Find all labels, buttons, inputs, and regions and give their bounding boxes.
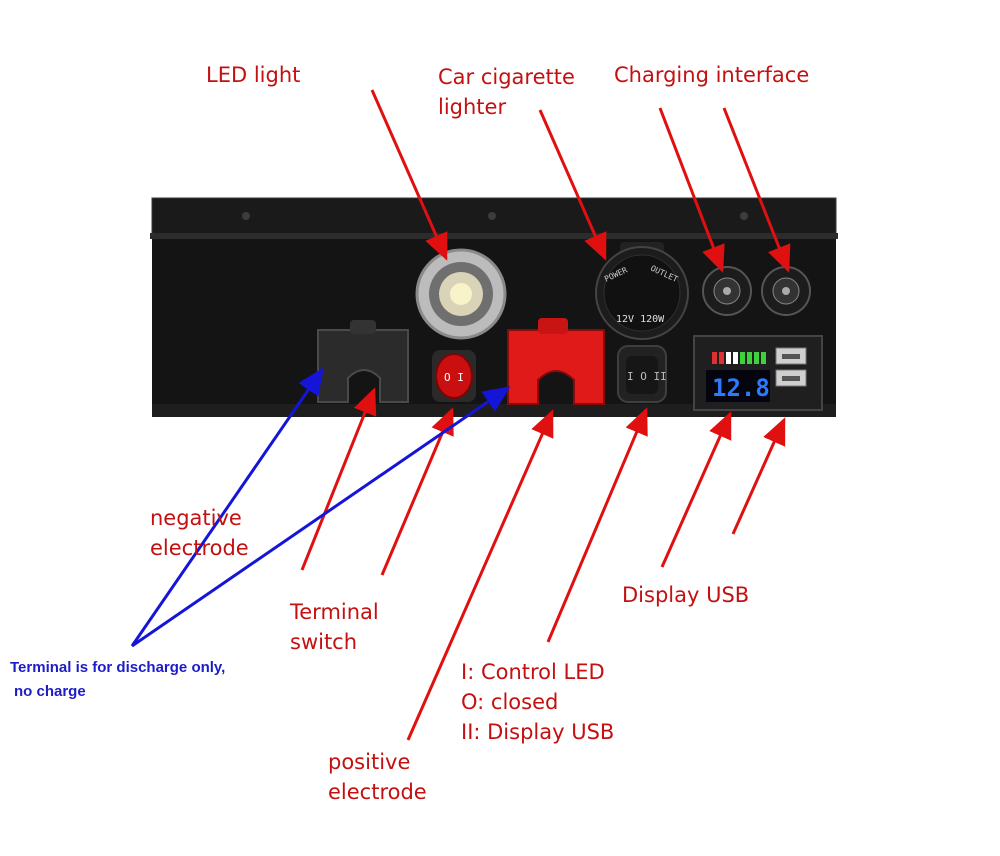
label-mode-switch: I: Control LED O: closed II: Display USB — [461, 660, 615, 744]
arrow-negative-electrode — [300, 387, 377, 571]
arrow-led-light — [370, 89, 448, 261]
discharge-note: Terminal is for discharge only, no charg… — [10, 659, 226, 700]
mode-switch-symbols: I O II — [627, 370, 667, 383]
voltage-readout: 12.8 — [712, 374, 770, 402]
arrow-blue-negative — [130, 367, 324, 647]
negative-terminal-cover — [317, 320, 409, 403]
arrow-charging-port-2 — [722, 107, 791, 273]
label-positive-electrode: positive electrode — [328, 750, 427, 804]
display-usb-panel: 12.8 — [693, 335, 823, 411]
label-led-light: LED light — [206, 63, 301, 87]
charging-port-1 — [702, 266, 752, 316]
label-charging-interface: Charging interface — [614, 63, 810, 87]
arrow-charging-port-1 — [658, 107, 725, 273]
label-negative-electrode: negative electrode — [150, 506, 249, 560]
cigarette-lighter-socket: POWER OUTLET 12V 120W — [595, 242, 689, 340]
label-terminal-switch: Terminal switch — [290, 600, 379, 654]
socket-rating-text: 12V 120W — [616, 314, 665, 325]
label-car-cigarette-lighter: Car cigarette lighter — [438, 65, 575, 119]
arrow-terminal-switch — [380, 407, 454, 576]
arrow-positive-electrode — [406, 409, 554, 741]
arrow-display — [660, 411, 732, 568]
terminal-switch-symbol: O I — [444, 371, 464, 384]
positive-terminal-cover — [507, 318, 605, 405]
battery-lid — [150, 197, 838, 239]
arrow-cigarette-lighter — [538, 109, 607, 261]
mode-rocker-switch: I O II — [617, 345, 667, 403]
battery-level-bar — [712, 352, 766, 364]
led-light-bezel — [415, 248, 507, 340]
charging-port-2 — [761, 266, 811, 316]
arrow-usb — [731, 417, 786, 535]
arrow-blue-positive — [131, 386, 511, 648]
label-display-usb: Display USB — [622, 583, 750, 607]
terminal-switch: O I — [432, 350, 476, 402]
arrow-mode-switch — [546, 407, 648, 643]
